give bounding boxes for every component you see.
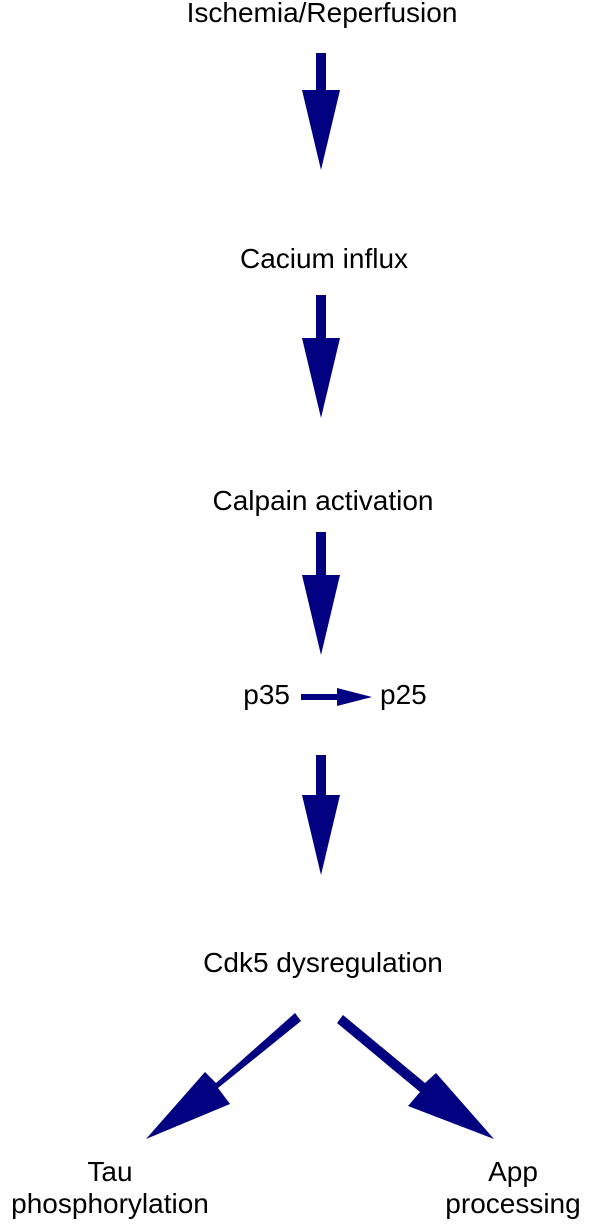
arrow-p35-to-p25 [301, 688, 372, 706]
node-app-line2: processing [445, 1188, 581, 1219]
node-p25: p25 [380, 679, 427, 710]
arrow-p25-to-cdk5 [302, 755, 340, 875]
arrow-calcium-to-calpain [302, 295, 340, 418]
node-cdk5-dysregulation: Cdk5 dysregulation [203, 947, 443, 978]
node-tau-line1: Tau [87, 1156, 133, 1187]
node-tau-line2: phosphorylation [11, 1188, 209, 1219]
node-ischemia-reperfusion: Ischemia/Reperfusion [186, 0, 458, 28]
node-app-line1: App [488, 1156, 538, 1187]
node-calpain-activation: Calpain activation [212, 485, 434, 516]
arrow-calpain-to-p35 [302, 532, 340, 655]
node-p35: p35 [243, 679, 290, 710]
node-app-processing: App processing [445, 1156, 580, 1220]
arrow-cdk5-to-app [337, 1015, 494, 1139]
node-calcium-influx: Cacium influx [239, 243, 409, 274]
arrow-ischemia-to-calcium [302, 53, 340, 170]
node-tau-phosphorylation: Tau phosphorylation [11, 1156, 209, 1220]
arrow-cdk5-to-tau [146, 1013, 301, 1139]
